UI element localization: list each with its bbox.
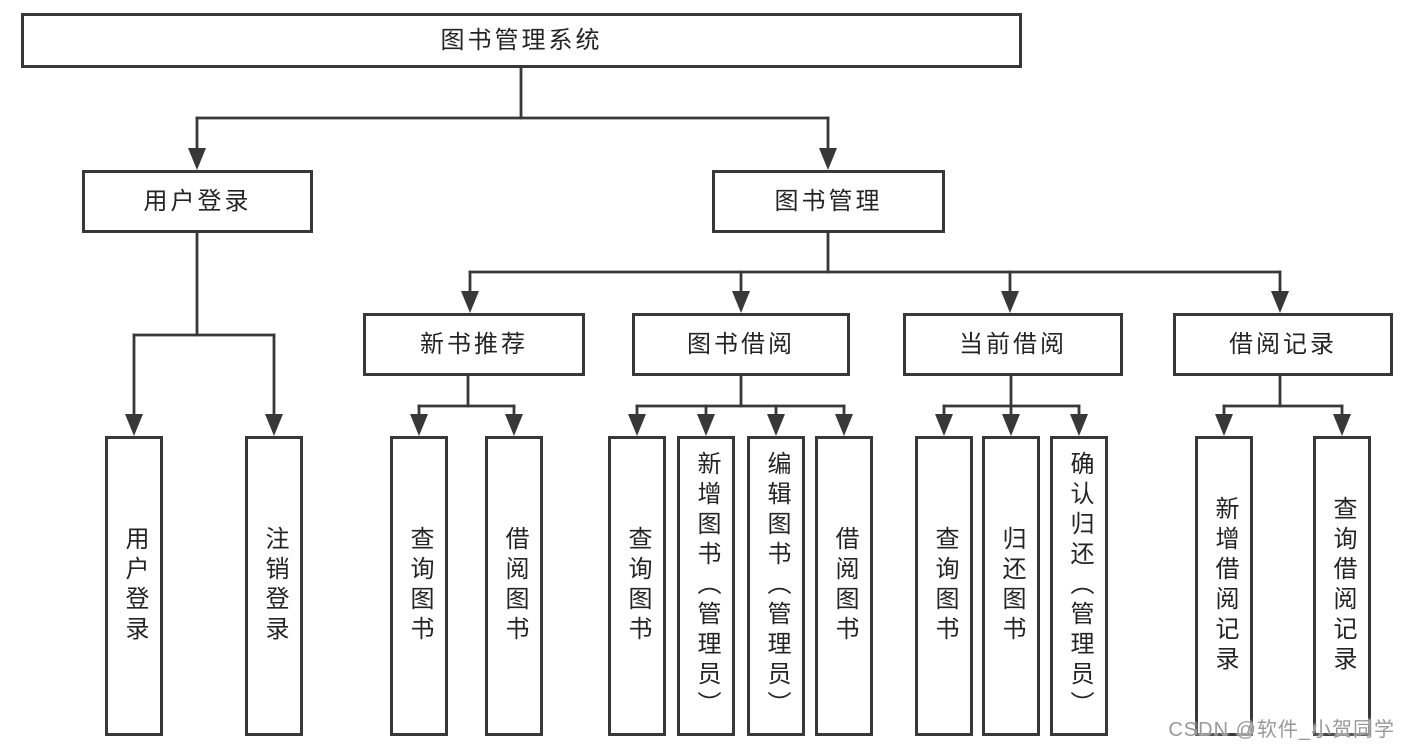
node-borrow-records-label: 借阅记录	[1229, 330, 1337, 358]
leaf-edit-book-admin-label: 编辑图书（管理员）	[763, 451, 790, 721]
leaf-query-book-recommend-label: 查询图书	[406, 526, 433, 646]
node-user-login-group-label: 用户登录	[143, 187, 252, 215]
leaf-query-book-recommend: 查询图书	[390, 436, 448, 736]
leaf-borrow-book: 借阅图书	[815, 436, 873, 736]
leaf-borrow-book-label: 借阅图书	[831, 526, 858, 646]
node-borrow-records: 借阅记录	[1173, 313, 1393, 376]
leaf-confirm-return-admin: 确认归还（管理员）	[1050, 436, 1108, 736]
leaf-confirm-return-admin-label: 确认归还（管理员）	[1066, 451, 1093, 721]
leaf-borrow-book-recommend-label: 借阅图书	[501, 526, 528, 646]
node-book-management-label: 图书管理	[774, 187, 883, 215]
node-book-borrow-label: 图书借阅	[687, 330, 795, 358]
leaf-logout: 注销登录	[245, 436, 303, 736]
leaf-query-book-current-label: 查询图书	[931, 526, 958, 646]
leaf-add-book-admin: 新增图书（管理员）	[677, 436, 735, 736]
node-new-book-recommend-label: 新书推荐	[420, 330, 528, 358]
leaf-add-borrow-record-label: 新增借阅记录	[1211, 496, 1238, 676]
leaf-add-book-admin-label: 新增图书（管理员）	[693, 451, 720, 721]
leaf-query-book-borrow-label: 查询图书	[624, 526, 651, 646]
leaf-borrow-book-recommend: 借阅图书	[485, 436, 543, 736]
leaf-return-book: 归还图书	[982, 436, 1040, 736]
leaf-edit-book-admin: 编辑图书（管理员）	[747, 436, 805, 736]
leaf-return-book-label: 归还图书	[998, 526, 1025, 646]
leaf-add-borrow-record: 新增借阅记录	[1195, 436, 1253, 736]
node-current-borrow: 当前借阅	[903, 313, 1123, 376]
leaf-user-login: 用户登录	[105, 436, 163, 736]
node-book-borrow: 图书借阅	[632, 313, 850, 376]
csdn-watermark: CSDN @软件_小贺同学	[1168, 719, 1395, 741]
leaf-query-book-borrow: 查询图书	[608, 436, 666, 736]
leaf-query-borrow-record: 查询借阅记录	[1313, 436, 1371, 736]
leaf-user-login-label: 用户登录	[121, 526, 148, 646]
node-user-login-group: 用户登录	[82, 170, 313, 233]
node-book-management: 图书管理	[712, 170, 945, 233]
node-root-label: 图书管理系统	[440, 26, 603, 54]
leaf-query-book-current: 查询图书	[915, 436, 973, 736]
node-new-book-recommend: 新书推荐	[363, 313, 585, 376]
leaf-query-borrow-record-label: 查询借阅记录	[1329, 496, 1356, 676]
node-root: 图书管理系统	[21, 13, 1022, 68]
node-current-borrow-label: 当前借阅	[959, 330, 1067, 358]
leaf-logout-label: 注销登录	[261, 526, 288, 646]
